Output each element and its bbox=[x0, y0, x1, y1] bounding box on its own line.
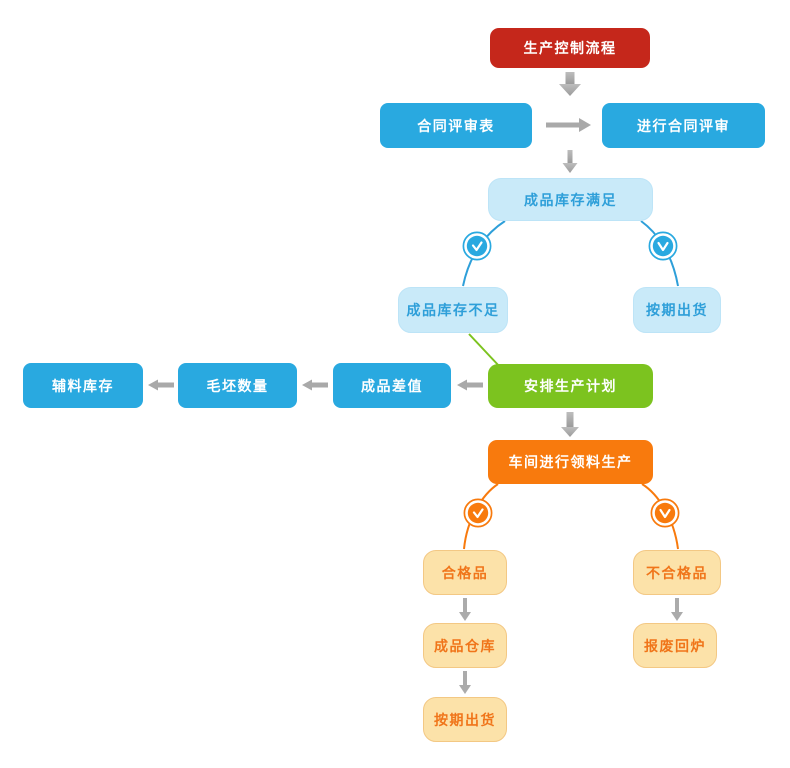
arrow-warehouse-to-ship bbox=[459, 671, 471, 694]
arrow-blank-to-aux bbox=[148, 379, 174, 391]
node-start: 生产控制流程 bbox=[490, 28, 650, 68]
node-label: 毛坯数量 bbox=[206, 377, 269, 394]
clock-icon bbox=[462, 231, 492, 261]
node-label: 成品库存不足 bbox=[406, 302, 500, 318]
node-label: 成品差值 bbox=[361, 377, 423, 394]
node-production-plan: 安排生产计划 bbox=[488, 364, 653, 408]
node-ship-on-schedule-top: 按期出货 bbox=[633, 287, 721, 333]
node-aux-material-stock: 辅料库存 bbox=[23, 363, 143, 408]
node-workshop-production: 车间进行领料生产 bbox=[488, 440, 653, 484]
node-label: 成品仓库 bbox=[434, 637, 496, 654]
node-stock-sufficient: 成品库存满足 bbox=[488, 178, 653, 221]
node-stock-insufficient: 成品库存不足 bbox=[398, 287, 508, 333]
arrow-diff-to-blank bbox=[302, 379, 328, 391]
node-label: 车间进行领料生产 bbox=[508, 454, 633, 470]
node-label: 合同评审表 bbox=[417, 117, 495, 134]
arrow-contract-right bbox=[546, 118, 591, 132]
node-label: 合格品 bbox=[441, 564, 489, 581]
node-label: 生产控制流程 bbox=[523, 40, 617, 56]
node-label: 安排生产计划 bbox=[524, 378, 617, 394]
arrow-plan-to-workshop bbox=[561, 412, 579, 437]
arrow-start-down bbox=[559, 72, 581, 96]
node-label: 进行合同评审 bbox=[637, 117, 730, 134]
node-ship-on-schedule-bottom: 按期出货 bbox=[423, 697, 507, 742]
clock-icon bbox=[463, 498, 493, 528]
arrow-qualified-to-warehouse bbox=[459, 598, 471, 621]
clock-icon bbox=[648, 231, 678, 261]
node-qualified: 合格品 bbox=[423, 550, 507, 595]
node-finished-warehouse: 成品仓库 bbox=[423, 623, 507, 668]
node-label: 辅料库存 bbox=[52, 377, 114, 394]
node-label: 按期出货 bbox=[646, 302, 708, 318]
node-scrap-remelt: 报废回炉 bbox=[633, 623, 717, 668]
arrow-unqualified-to-scrap bbox=[671, 598, 683, 621]
node-contract-review: 进行合同评审 bbox=[602, 103, 765, 148]
node-label: 成品库存满足 bbox=[524, 191, 617, 208]
node-label: 不合格品 bbox=[646, 564, 708, 581]
arrow-to-stock-sufficient bbox=[562, 150, 578, 173]
node-label: 按期出货 bbox=[434, 711, 496, 728]
line-to-production-plan bbox=[468, 333, 501, 368]
clock-icon bbox=[650, 498, 680, 528]
node-contract-form: 合同评审表 bbox=[380, 103, 532, 148]
node-label: 报废回炉 bbox=[644, 637, 706, 654]
node-finished-diff: 成品差值 bbox=[333, 363, 451, 408]
arrow-plan-to-diff bbox=[457, 379, 483, 391]
node-blank-quantity: 毛坯数量 bbox=[178, 363, 297, 408]
node-unqualified: 不合格品 bbox=[633, 550, 721, 595]
